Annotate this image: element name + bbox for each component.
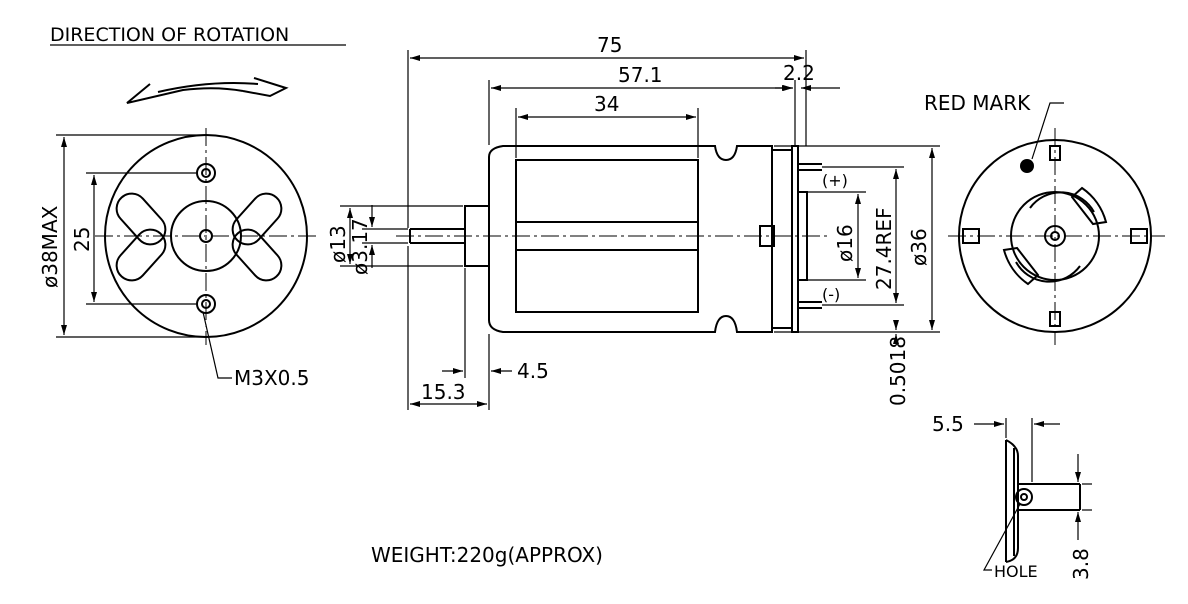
magnet-length: 34: [594, 92, 619, 116]
terminal-positive: [798, 163, 822, 171]
body-diameter: ø36: [907, 228, 931, 266]
mount-spacing: 25: [70, 227, 94, 252]
brush-holder: [797, 191, 808, 281]
drawing-title: DIRECTION OF ROTATION: [50, 24, 289, 46]
body-length: 57.1: [618, 63, 663, 87]
mount-hole-bottom: [196, 294, 216, 314]
magnet-upper: [515, 159, 699, 223]
plate-thickness: 2.2: [783, 61, 815, 85]
motor-shaft: [409, 228, 465, 244]
red-mark-label: RED MARK: [924, 91, 1031, 115]
hole-label: HOLE: [994, 562, 1038, 581]
magnet-lower: [515, 249, 699, 313]
boss-diameter: ø13: [326, 225, 350, 263]
red-mark-leader: [1031, 102, 1064, 160]
terminal-ref-dimension: 27.4REF: [872, 207, 896, 290]
terminal-negative: [798, 301, 822, 309]
negative-terminal-label: (-): [822, 285, 840, 304]
hole-offset-dimension: 3.8: [1069, 548, 1093, 580]
side-view: [396, 145, 830, 333]
front-max-diameter: ø38MAX: [38, 205, 62, 288]
terminal-gap-dimension: 0.5018: [886, 336, 910, 406]
rear-view: [948, 128, 1165, 345]
overall-length: 75: [597, 33, 622, 57]
thread-leader: [202, 311, 232, 379]
vent-slots: [115, 192, 283, 282]
positive-terminal-label: (+): [822, 171, 848, 190]
hole-leader: [982, 503, 1021, 571]
terminal-width-dimension: 5.5: [932, 412, 964, 436]
terminal-detail: [1005, 439, 1081, 563]
rear-hub: [759, 225, 775, 247]
bearing-diameter: ø16: [833, 224, 857, 262]
red-mark-dot: [1020, 159, 1034, 173]
front-view: [95, 128, 318, 345]
thread-label: M3X0.5: [234, 366, 310, 390]
shaft-length: 15.3: [421, 380, 466, 404]
mount-hole-top: [196, 163, 216, 183]
boss-length: 4.5: [517, 359, 549, 383]
shaft-diameter: ø3.17: [348, 218, 372, 275]
weight-label: WEIGHT:220g(APPROX): [371, 543, 603, 567]
rotation-arrow-icon: [126, 77, 289, 104]
motor-can: [488, 145, 773, 333]
